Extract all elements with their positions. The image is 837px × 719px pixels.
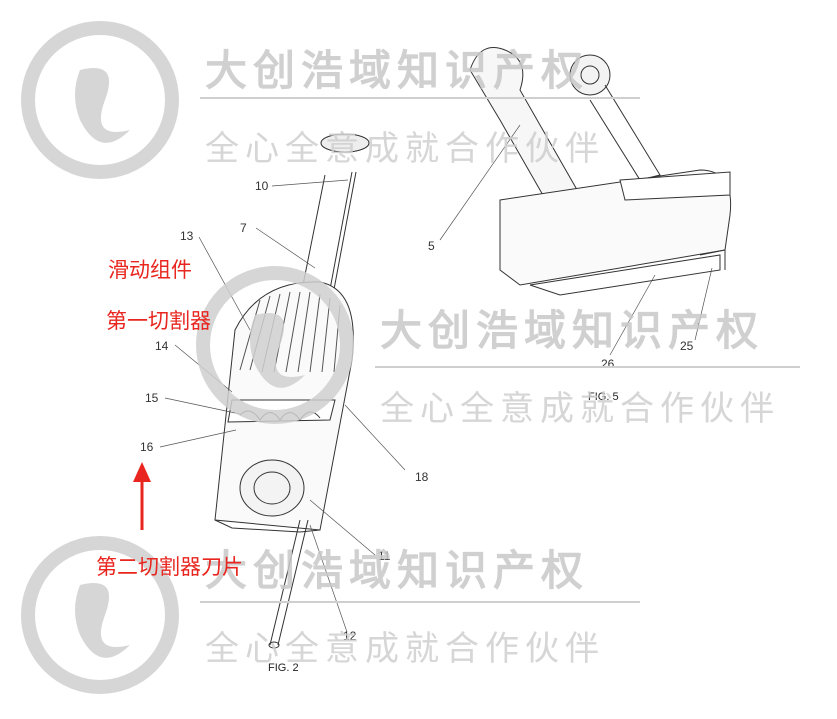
label-13: 13	[180, 229, 194, 243]
label-11: 11	[378, 549, 391, 563]
annotation-sliding-assembly: 滑动组件	[108, 258, 192, 282]
fig2-leaders	[159, 179, 406, 633]
watermark-text: 全心全意成就合作伙伴	[205, 129, 605, 169]
red-arrow-icon	[133, 462, 151, 530]
fig2-caption: FIG. 2	[268, 662, 299, 674]
fig5-reference-numerals: 5 26 25 FIG. 5	[428, 239, 694, 403]
label-14: 14	[155, 339, 169, 353]
fig2-reference-numerals: 10 7 13 14 15 16 18 11 12 FIG. 2	[140, 179, 429, 674]
fig5-device	[469, 47, 732, 296]
watermark-text: 大创浩域知识产权	[205, 546, 589, 595]
label-15: 15	[145, 391, 159, 405]
fig5-leaders	[439, 124, 713, 356]
label-16: 16	[140, 440, 154, 454]
watermark-rule	[200, 97, 800, 603]
label-12: 12	[343, 629, 357, 643]
label-7: 7	[240, 221, 247, 235]
fig5-caption: FIG. 5	[588, 391, 619, 403]
label-18: 18	[415, 470, 429, 484]
watermark-logo-icon	[21, 21, 354, 694]
watermark-text: 大创浩域知识产权	[205, 46, 589, 95]
label-25: 25	[680, 339, 694, 353]
watermark-logo-glyph-icon	[75, 68, 305, 658]
label-26: 26	[601, 357, 615, 371]
watermark-text: 全心全意成就合作伙伴	[380, 389, 780, 429]
label-5: 5	[428, 239, 435, 253]
watermark-text: 全心全意成就合作伙伴	[205, 629, 605, 669]
watermark-text: 大创浩域知识产权	[380, 306, 764, 355]
label-10: 10	[255, 179, 269, 193]
watermark-group: 大创浩域知识产权 全心全意成就合作伙伴 大创浩域知识产权 全心全意成就合作伙伴 …	[21, 21, 800, 694]
annotation-first-cutter: 第一切割器	[106, 309, 211, 333]
annotation-second-cutter-blade: 第二切割器刀片	[96, 555, 243, 579]
